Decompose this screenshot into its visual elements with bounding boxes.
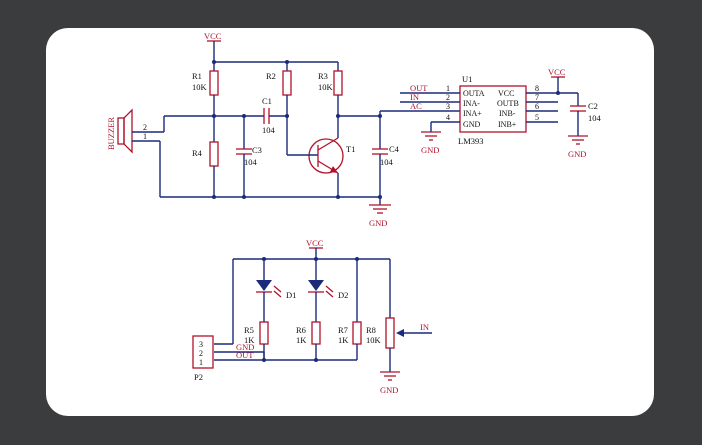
u1-pin-num-4: 4 bbox=[446, 113, 450, 122]
c1-value: 104 bbox=[262, 125, 276, 135]
u1-pin-name-5: INB+ bbox=[498, 120, 517, 129]
resistor-r1: R1 10K bbox=[192, 62, 219, 116]
c4-designator: C4 bbox=[389, 144, 400, 154]
u1-pin-name-7: OUTB bbox=[497, 99, 519, 108]
r2-designator: R2 bbox=[266, 71, 276, 81]
connector-p2: 3 2 1 P2 bbox=[192, 335, 214, 382]
p2-pin-3: 3 bbox=[199, 340, 203, 349]
r5-designator: R5 bbox=[244, 325, 254, 335]
u1-pin-name-2: INA- bbox=[463, 99, 480, 108]
buzzer-pin-2: 2 bbox=[143, 123, 147, 132]
r6-designator: R6 bbox=[296, 325, 306, 335]
r8-value: 10K bbox=[366, 335, 382, 345]
buzzer: BUZZER 2 1 bbox=[106, 108, 165, 197]
u1-pin-num-6: 6 bbox=[535, 102, 539, 111]
ground-symbol-c4: GND bbox=[369, 204, 391, 228]
d1-designator: D1 bbox=[286, 290, 296, 300]
c1-designator: C1 bbox=[262, 96, 272, 106]
vcc-top-symbol: VCC bbox=[204, 31, 222, 62]
p2-designator: P2 bbox=[194, 372, 203, 382]
r7-value: 1K bbox=[338, 335, 349, 345]
ground-symbol-r8: GND bbox=[380, 371, 400, 395]
r5-value: 1K bbox=[244, 335, 255, 345]
u1-pin-num-7: 7 bbox=[535, 93, 539, 102]
vcc-bottom-label: VCC bbox=[306, 238, 324, 248]
net-label-in: IN bbox=[410, 92, 419, 102]
d2-designator: D2 bbox=[338, 290, 348, 300]
r1-designator: R1 bbox=[192, 71, 202, 81]
u1-part: LM393 bbox=[458, 136, 484, 146]
resistor-r4: R4 bbox=[192, 116, 219, 197]
gnd-label-c4: GND bbox=[369, 218, 387, 228]
c2-value: 104 bbox=[588, 113, 602, 123]
c2-designator: C2 bbox=[588, 101, 598, 111]
u1-pin-name-4: GND bbox=[463, 120, 481, 129]
u1-pin-name-1: OUTA bbox=[463, 89, 485, 98]
p2-net-out: OUT bbox=[236, 350, 254, 360]
r3-designator: R3 bbox=[318, 71, 328, 81]
ground-symbol-c2: GND bbox=[568, 135, 588, 159]
led-d2: D2 bbox=[308, 259, 348, 322]
vcc-top-label: VCC bbox=[204, 31, 222, 41]
transistor-t1: T1 bbox=[287, 116, 355, 197]
u1-pin-name-8: VCC bbox=[498, 89, 514, 98]
r6-value: 1K bbox=[296, 335, 307, 345]
r8-designator: R8 bbox=[366, 325, 376, 335]
p2-net-gnd: GND bbox=[236, 342, 254, 352]
capacitor-c4: C4 104 bbox=[372, 116, 400, 205]
u1-pin-name-3: INA+ bbox=[463, 109, 482, 118]
resistor-r6: R6 1K bbox=[296, 321, 321, 360]
gnd-label-u1: GND bbox=[421, 145, 439, 155]
capacitor-c2: C2 104 bbox=[570, 93, 602, 136]
p2-pin-1: 1 bbox=[199, 358, 203, 367]
u1-designator: U1 bbox=[462, 74, 472, 84]
capacitor-c1: C1 104 bbox=[262, 96, 287, 135]
r7-designator: R7 bbox=[338, 325, 348, 335]
gnd-label-c2: GND bbox=[568, 149, 586, 159]
vcc-bottom-symbol: VCC bbox=[306, 238, 324, 259]
buzzer-label: BUZZER bbox=[106, 117, 116, 150]
net-label-out: OUT bbox=[410, 83, 428, 93]
net-label-ac: AC bbox=[410, 101, 422, 111]
u1-pin-num-1: 1 bbox=[446, 84, 450, 93]
ic-u1-lm393: U1 LM393 OUTA INA- INA+ GND VCC OUTB INB… bbox=[400, 74, 558, 146]
capacitor-c3: C3 104 bbox=[236, 116, 262, 197]
r4-designator: R4 bbox=[192, 148, 203, 158]
vcc-u1-symbol: VCC bbox=[548, 67, 566, 93]
in-net-label: IN bbox=[420, 322, 429, 332]
u1-pin-name-6: INB- bbox=[499, 109, 516, 118]
c3-designator: C3 bbox=[252, 145, 262, 155]
resistor-r2: R2 bbox=[266, 62, 292, 155]
potentiometer-r8: R8 10K IN bbox=[366, 259, 432, 372]
buzzer-pin-1: 1 bbox=[143, 132, 147, 141]
r3-value: 10K bbox=[318, 82, 334, 92]
schematic-card: VCC R1 10K R2 R3 10K bbox=[46, 28, 654, 416]
led-d1: D1 bbox=[256, 259, 296, 322]
t1-designator: T1 bbox=[346, 144, 355, 154]
r1-value: 10K bbox=[192, 82, 208, 92]
gnd-label-r8: GND bbox=[380, 385, 398, 395]
resistor-r7: R7 1K bbox=[338, 259, 362, 360]
c3-value: 104 bbox=[244, 157, 258, 167]
resistor-r3: R3 10K bbox=[318, 62, 343, 116]
u1-pin-num-2: 2 bbox=[446, 93, 450, 102]
ground-symbol-u1: GND bbox=[421, 122, 441, 155]
vcc-u1-label: VCC bbox=[548, 67, 566, 77]
u1-pin-num-3: 3 bbox=[446, 102, 450, 111]
u1-pin-num-8: 8 bbox=[535, 84, 539, 93]
p2-pin-2: 2 bbox=[199, 349, 203, 358]
circuit-schematic: VCC R1 10K R2 R3 10K bbox=[106, 31, 602, 395]
c4-value: 104 bbox=[380, 157, 394, 167]
u1-pin-num-5: 5 bbox=[535, 113, 539, 122]
